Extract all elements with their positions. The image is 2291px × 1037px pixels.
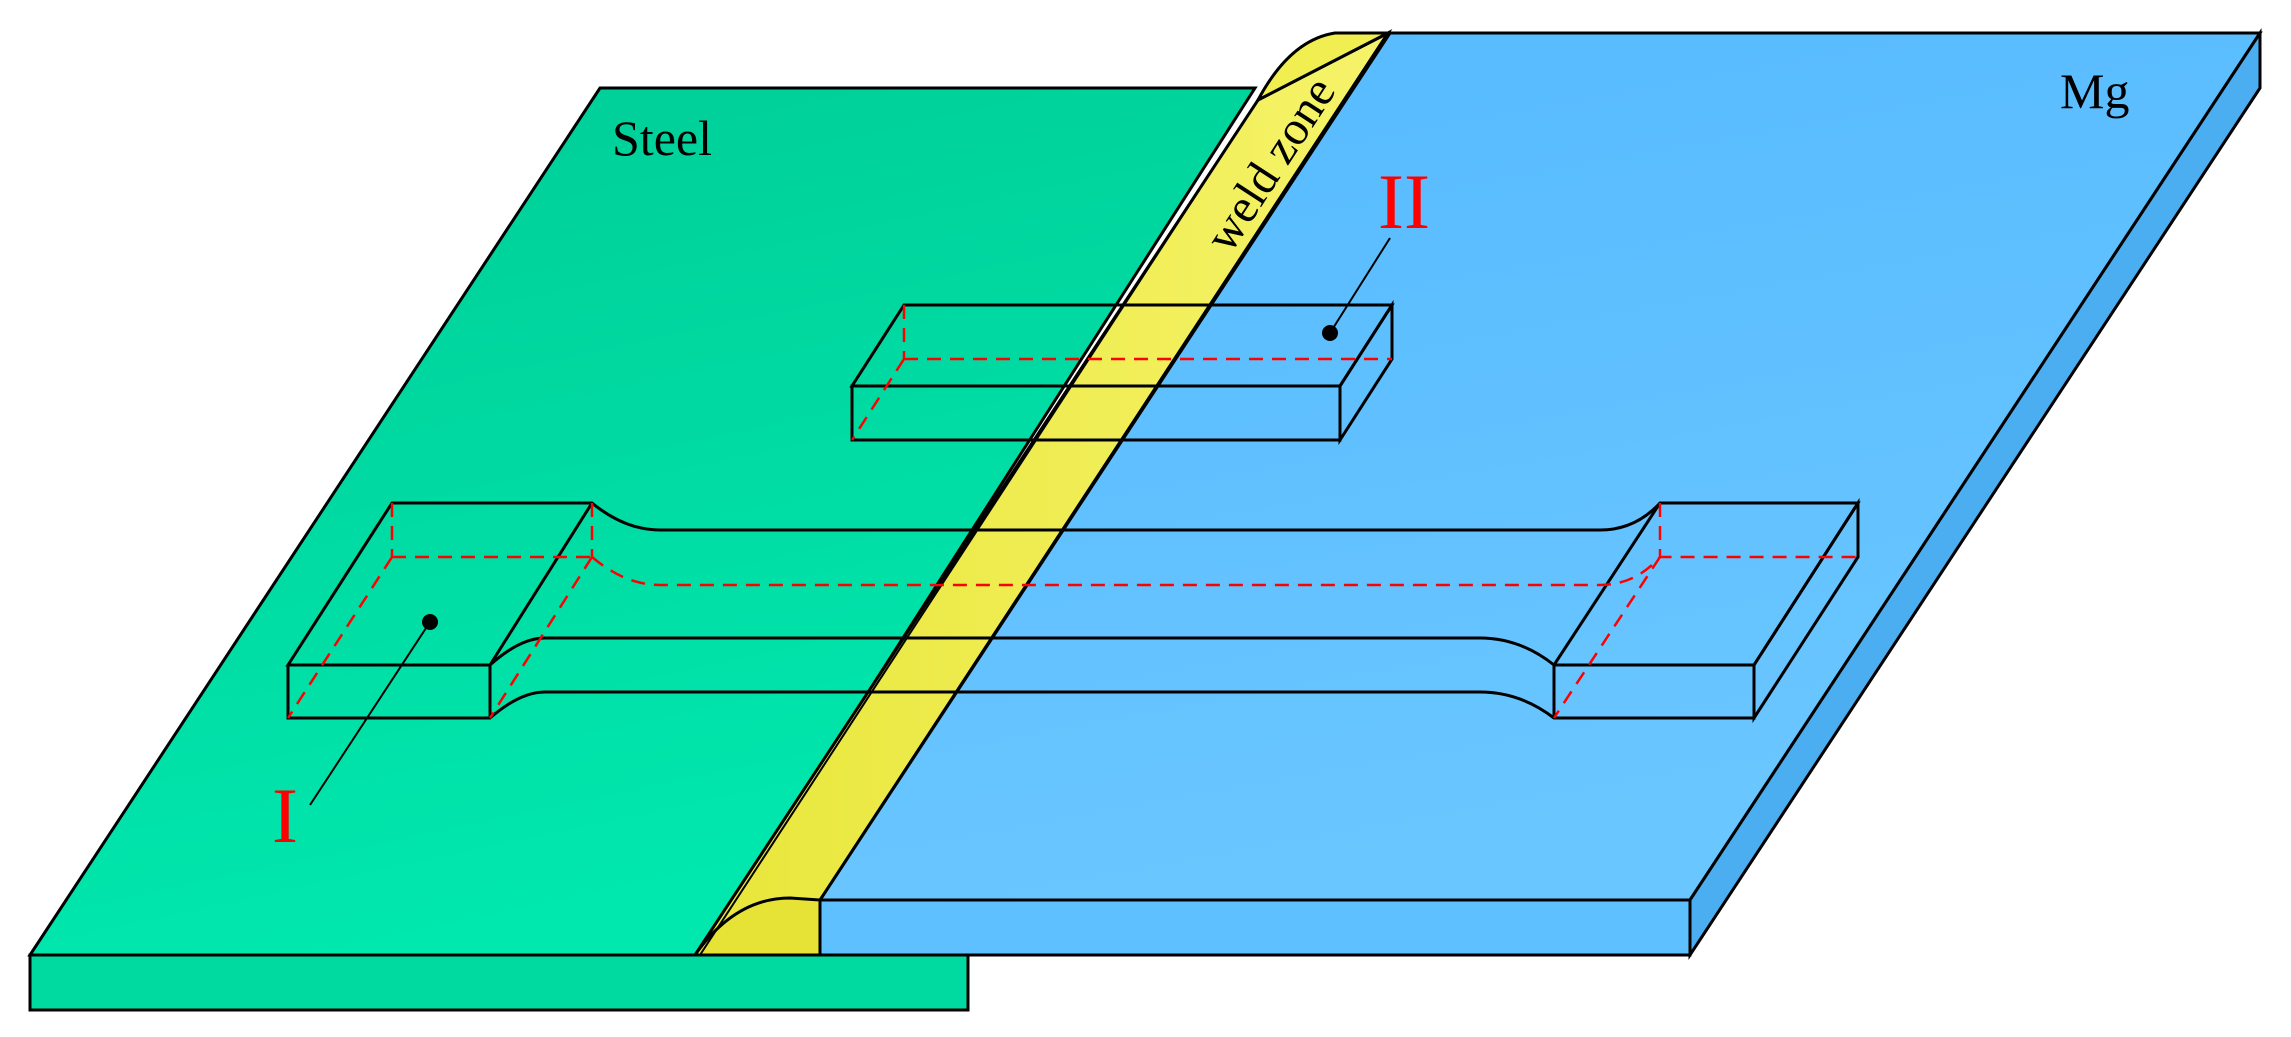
dogbone-front-outline <box>286 665 1756 720</box>
mg-label: Mg <box>2060 63 2129 119</box>
region-one-label: I <box>272 772 298 859</box>
region-one-marker <box>309 614 438 806</box>
specimen-two-block <box>849 299 1395 446</box>
specimen-two-hidden-edges <box>850 305 1392 441</box>
mg-plate-front <box>818 898 1692 957</box>
weld-zone <box>692 29 1393 957</box>
region-two-marker <box>1322 237 1391 341</box>
weld-bead-front <box>692 896 822 957</box>
region-two-label: II <box>1378 158 1430 245</box>
weld-zone-edge <box>699 99 1259 956</box>
region-two-dot <box>1322 325 1338 341</box>
specimen-one-dogbone <box>285 497 1861 724</box>
region-one-dot <box>422 614 438 630</box>
dogbone-hidden-edges <box>286 503 1858 719</box>
steel-label: Steel <box>612 110 712 166</box>
weld-bead-top <box>1254 31 1389 104</box>
steel-plate-front <box>28 953 970 1012</box>
